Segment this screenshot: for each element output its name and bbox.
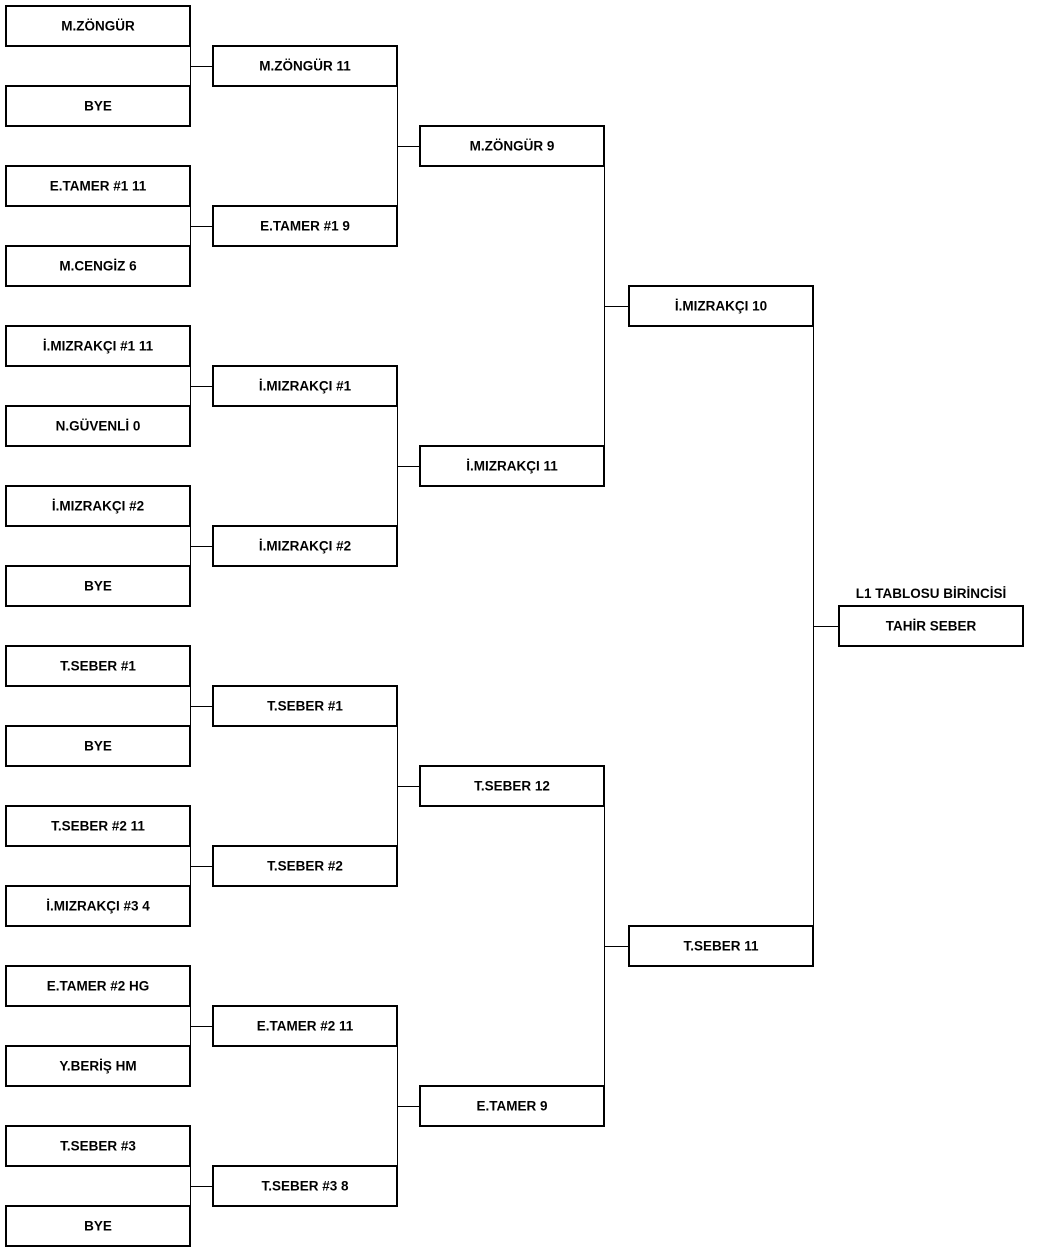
round-2-slot: T.SEBER #3 8	[212, 1165, 398, 1207]
round-1-slot-box	[5, 1045, 191, 1087]
round-4-slot-box	[628, 925, 814, 967]
round-3-slot-box	[419, 445, 605, 487]
round-1-slot-box	[5, 85, 191, 127]
round-1-slot-label: İ.MIZRAKÇI #3 4	[46, 899, 150, 914]
round-1-slot-label: M.ZÖNGÜR	[61, 19, 135, 34]
round-4-slot-label: T.SEBER 11	[683, 939, 759, 954]
round-1-slot: E.TAMER #1 11	[5, 165, 191, 207]
round-2-slot: İ.MIZRAKÇI #1	[212, 365, 398, 407]
round-1-slot-label: T.SEBER #3	[60, 1139, 136, 1154]
round-1-slot: BYE	[5, 565, 191, 607]
round-1-slot: T.SEBER #2 11	[5, 805, 191, 847]
round-2-slot-box	[212, 365, 398, 407]
round-2-slot-box	[212, 845, 398, 887]
round-3-slot-label: T.SEBER 12	[474, 779, 550, 794]
round-1-slot-label: N.GÜVENLİ 0	[56, 419, 141, 434]
round-1-slot-label: İ.MIZRAKÇI #2	[52, 499, 144, 514]
round-3-slot: E.TAMER 9	[419, 1085, 605, 1127]
round-2-slot-box	[212, 525, 398, 567]
round-1-slot-label: BYE	[84, 1219, 112, 1234]
round-1-slot: BYE	[5, 725, 191, 767]
round-1-slot: İ.MIZRAKÇI #2	[5, 485, 191, 527]
round-2-slot-label: T.SEBER #3 8	[261, 1179, 349, 1194]
round-2-slot: E.TAMER #1 9	[212, 205, 398, 247]
round-1-slot-label: BYE	[84, 739, 112, 754]
round-1-slot-box	[5, 805, 191, 847]
round-2-slot-box	[212, 685, 398, 727]
round-2-slot-label: E.TAMER #2 11	[257, 1019, 354, 1034]
round-3-slot-box	[419, 1085, 605, 1127]
round-2-slot-label: İ.MIZRAKÇI #1	[259, 379, 352, 394]
round-2-slot-box	[212, 1165, 398, 1207]
round-3-slot-label: İ.MIZRAKÇI 11	[466, 459, 558, 474]
round-1-slot-box	[5, 565, 191, 607]
round-3-slot: İ.MIZRAKÇI 11	[419, 445, 605, 487]
round-1-slot: T.SEBER #3	[5, 1125, 191, 1167]
round-3-slot-box	[419, 125, 605, 167]
round-4-slot: T.SEBER 11	[628, 925, 814, 967]
round-1-slot-box	[5, 1205, 191, 1247]
round-1-slot: BYE	[5, 85, 191, 127]
round-4-slot: İ.MIZRAKÇI 10	[628, 285, 814, 327]
round-1-slot-box	[5, 1125, 191, 1167]
round-2-slot-box	[212, 45, 398, 87]
round-1-slot-label: BYE	[84, 99, 112, 114]
round-1-slot: T.SEBER #1	[5, 645, 191, 687]
round-1-slot-box	[5, 965, 191, 1007]
round-3-slot-box	[419, 765, 605, 807]
champion-title: L1 TABLOSU BİRİNCİSİ	[855, 586, 1007, 601]
round-2-slot: İ.MIZRAKÇI #2	[212, 525, 398, 567]
round-1-slot: Y.BERİŞ HM	[5, 1045, 191, 1087]
round-2-slot-label: E.TAMER #1 9	[260, 219, 350, 234]
round-1-slot-label: E.TAMER #2 HG	[47, 979, 150, 994]
round-2-slot-box	[212, 1005, 398, 1047]
round-3-slot: T.SEBER 12	[419, 765, 605, 807]
round-1-slot: İ.MIZRAKÇI #1 11	[5, 325, 191, 367]
round-1-slot-label: T.SEBER #2 11	[51, 819, 145, 834]
round-1-slot-label: İ.MIZRAKÇI #1 11	[43, 339, 154, 354]
round-1-slot-box	[5, 725, 191, 767]
round-2-slot: T.SEBER #1	[212, 685, 398, 727]
round-1-slot: M.CENGİZ 6	[5, 245, 191, 287]
round-2-slot: M.ZÖNGÜR 11	[212, 45, 398, 87]
round-2-slot-label: M.ZÖNGÜR 11	[259, 59, 351, 74]
round-1-slot-label: T.SEBER #1	[60, 659, 136, 674]
round-1-slot-box	[5, 885, 191, 927]
round-2-slot-label: T.SEBER #2	[267, 859, 343, 874]
round-1-slot-box	[5, 165, 191, 207]
round-2-slot: E.TAMER #2 11	[212, 1005, 398, 1047]
round-1-slot: BYE	[5, 1205, 191, 1247]
round-1-slot: N.GÜVENLİ 0	[5, 405, 191, 447]
round-2-slot-box	[212, 205, 398, 247]
round-2-slot-label: T.SEBER #1	[267, 699, 343, 714]
round-1-slot-box	[5, 5, 191, 47]
round-1-slot-box	[5, 325, 191, 367]
round-1-slot-box	[5, 405, 191, 447]
round-1-slot-box	[5, 645, 191, 687]
round-1-slot: E.TAMER #2 HG	[5, 965, 191, 1007]
round-1-slot: M.ZÖNGÜR	[5, 5, 191, 47]
round-2-slot-label: İ.MIZRAKÇI #2	[259, 539, 351, 554]
champion-slot-label: TAHİR SEBER	[886, 619, 977, 634]
round-4-slot-box	[628, 285, 814, 327]
round-1-slot: İ.MIZRAKÇI #3 4	[5, 885, 191, 927]
round-1-slot-label: M.CENGİZ 6	[59, 259, 137, 274]
round-3-slot-label: M.ZÖNGÜR 9	[470, 139, 555, 154]
round-1-slot-box	[5, 485, 191, 527]
round-1-slot-label: E.TAMER #1 11	[50, 179, 147, 194]
champion-slot: TAHİR SEBER	[838, 605, 1024, 647]
round-1-slot-box	[5, 245, 191, 287]
round-2-slot: T.SEBER #2	[212, 845, 398, 887]
round-1-slot-label: Y.BERİŞ HM	[59, 1059, 136, 1074]
round-4-slot-label: İ.MIZRAKÇI 10	[675, 299, 767, 314]
round-3-slot: M.ZÖNGÜR 9	[419, 125, 605, 167]
round-3-slot-label: E.TAMER 9	[476, 1099, 547, 1114]
round-1-slot-label: BYE	[84, 579, 112, 594]
champion-slot-box	[838, 605, 1024, 647]
